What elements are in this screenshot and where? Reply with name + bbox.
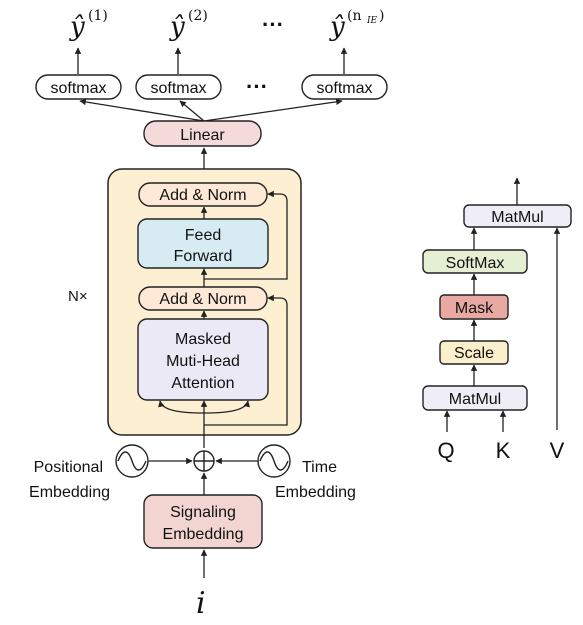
svg-text:IE: IE <box>366 16 378 26</box>
softmax-ellipsis: ··· <box>246 74 268 99</box>
k-label: K <box>496 438 511 463</box>
linear-box: Linear <box>143 120 262 147</box>
svg-text:Forward: Forward <box>174 248 233 265</box>
svg-text:Attention: Attention <box>171 375 234 392</box>
time-embedding-label: Time Embedding <box>275 459 356 501</box>
output-arrows <box>74 47 348 74</box>
output-ellipsis: ··· <box>262 12 284 37</box>
matmul-bottom-box: MatMul <box>422 385 528 411</box>
svg-text:Positional: Positional <box>34 459 103 476</box>
scale-box: Scale <box>439 340 509 365</box>
softmax-box-1: softmax <box>35 74 122 100</box>
svg-text:softmax: softmax <box>50 80 106 97</box>
svg-text:Feed: Feed <box>185 227 221 244</box>
repeat-label: N× <box>68 288 88 305</box>
svg-text:Mask: Mask <box>455 300 494 317</box>
svg-text:Signaling: Signaling <box>170 504 236 521</box>
signaling-embedding-box: Signaling Embedding <box>143 494 263 549</box>
output-y1-label: ŷ (1) <box>69 8 108 42</box>
positional-embedding-label: Positional Embedding <box>29 459 110 501</box>
svg-text:softmax: softmax <box>316 80 372 97</box>
svg-text:Add & Norm: Add & Norm <box>159 291 246 308</box>
svg-text:(n: (n <box>347 8 361 24</box>
svg-text:): ) <box>379 8 384 24</box>
svg-text:MatMul: MatMul <box>449 391 501 408</box>
svg-text:Add & Norm: Add & Norm <box>159 187 246 204</box>
positional-sine-icon <box>115 444 149 478</box>
svg-text:SoftMax: SoftMax <box>446 255 505 272</box>
feed-forward-box: Feed Forward <box>137 218 269 269</box>
add-norm-top-box: Add & Norm <box>138 182 268 207</box>
svg-text:Scale: Scale <box>454 345 494 362</box>
svg-text:Time: Time <box>302 459 337 476</box>
v-label: V <box>550 438 565 463</box>
time-sine-icon <box>257 444 291 478</box>
svg-text:MatMul: MatMul <box>491 209 543 226</box>
matmul-top-box: MatMul <box>463 204 572 228</box>
svg-text:ŷ: ŷ <box>169 12 185 42</box>
block-internal-arrows <box>158 190 288 448</box>
softmax-box-n: softmax <box>301 74 388 100</box>
svg-text:Masked: Masked <box>175 331 231 348</box>
output-y2-label: ŷ (2) <box>169 8 208 42</box>
masked-attention-box: Masked Muti-Head Attention <box>137 318 269 401</box>
svg-text:(2): (2) <box>188 8 208 24</box>
svg-text:(1): (1) <box>88 8 108 24</box>
svg-text:ŷ: ŷ <box>329 12 345 42</box>
embedding-arrows <box>148 457 258 578</box>
softmax-detail-box: SoftMax <box>422 249 528 274</box>
input-symbol: i <box>196 586 206 621</box>
svg-text:Muti-Head: Muti-Head <box>166 353 240 370</box>
svg-text:Embedding: Embedding <box>29 484 110 501</box>
svg-text:Embedding: Embedding <box>275 484 356 501</box>
add-operator-icon <box>193 450 215 472</box>
svg-text:Linear: Linear <box>180 127 225 144</box>
svg-text:softmax: softmax <box>150 80 206 97</box>
linear-to-softmax-arrows <box>79 98 343 122</box>
svg-text:ŷ: ŷ <box>69 12 85 42</box>
mask-box: Mask <box>439 294 509 320</box>
svg-text:Embedding: Embedding <box>163 526 244 543</box>
output-yn-label: ŷ (n IE ) <box>329 8 384 42</box>
add-norm-bottom-box: Add & Norm <box>138 286 268 311</box>
q-label: Q <box>437 438 454 463</box>
softmax-box-2: softmax <box>135 74 222 100</box>
detail-arrows <box>443 177 561 432</box>
